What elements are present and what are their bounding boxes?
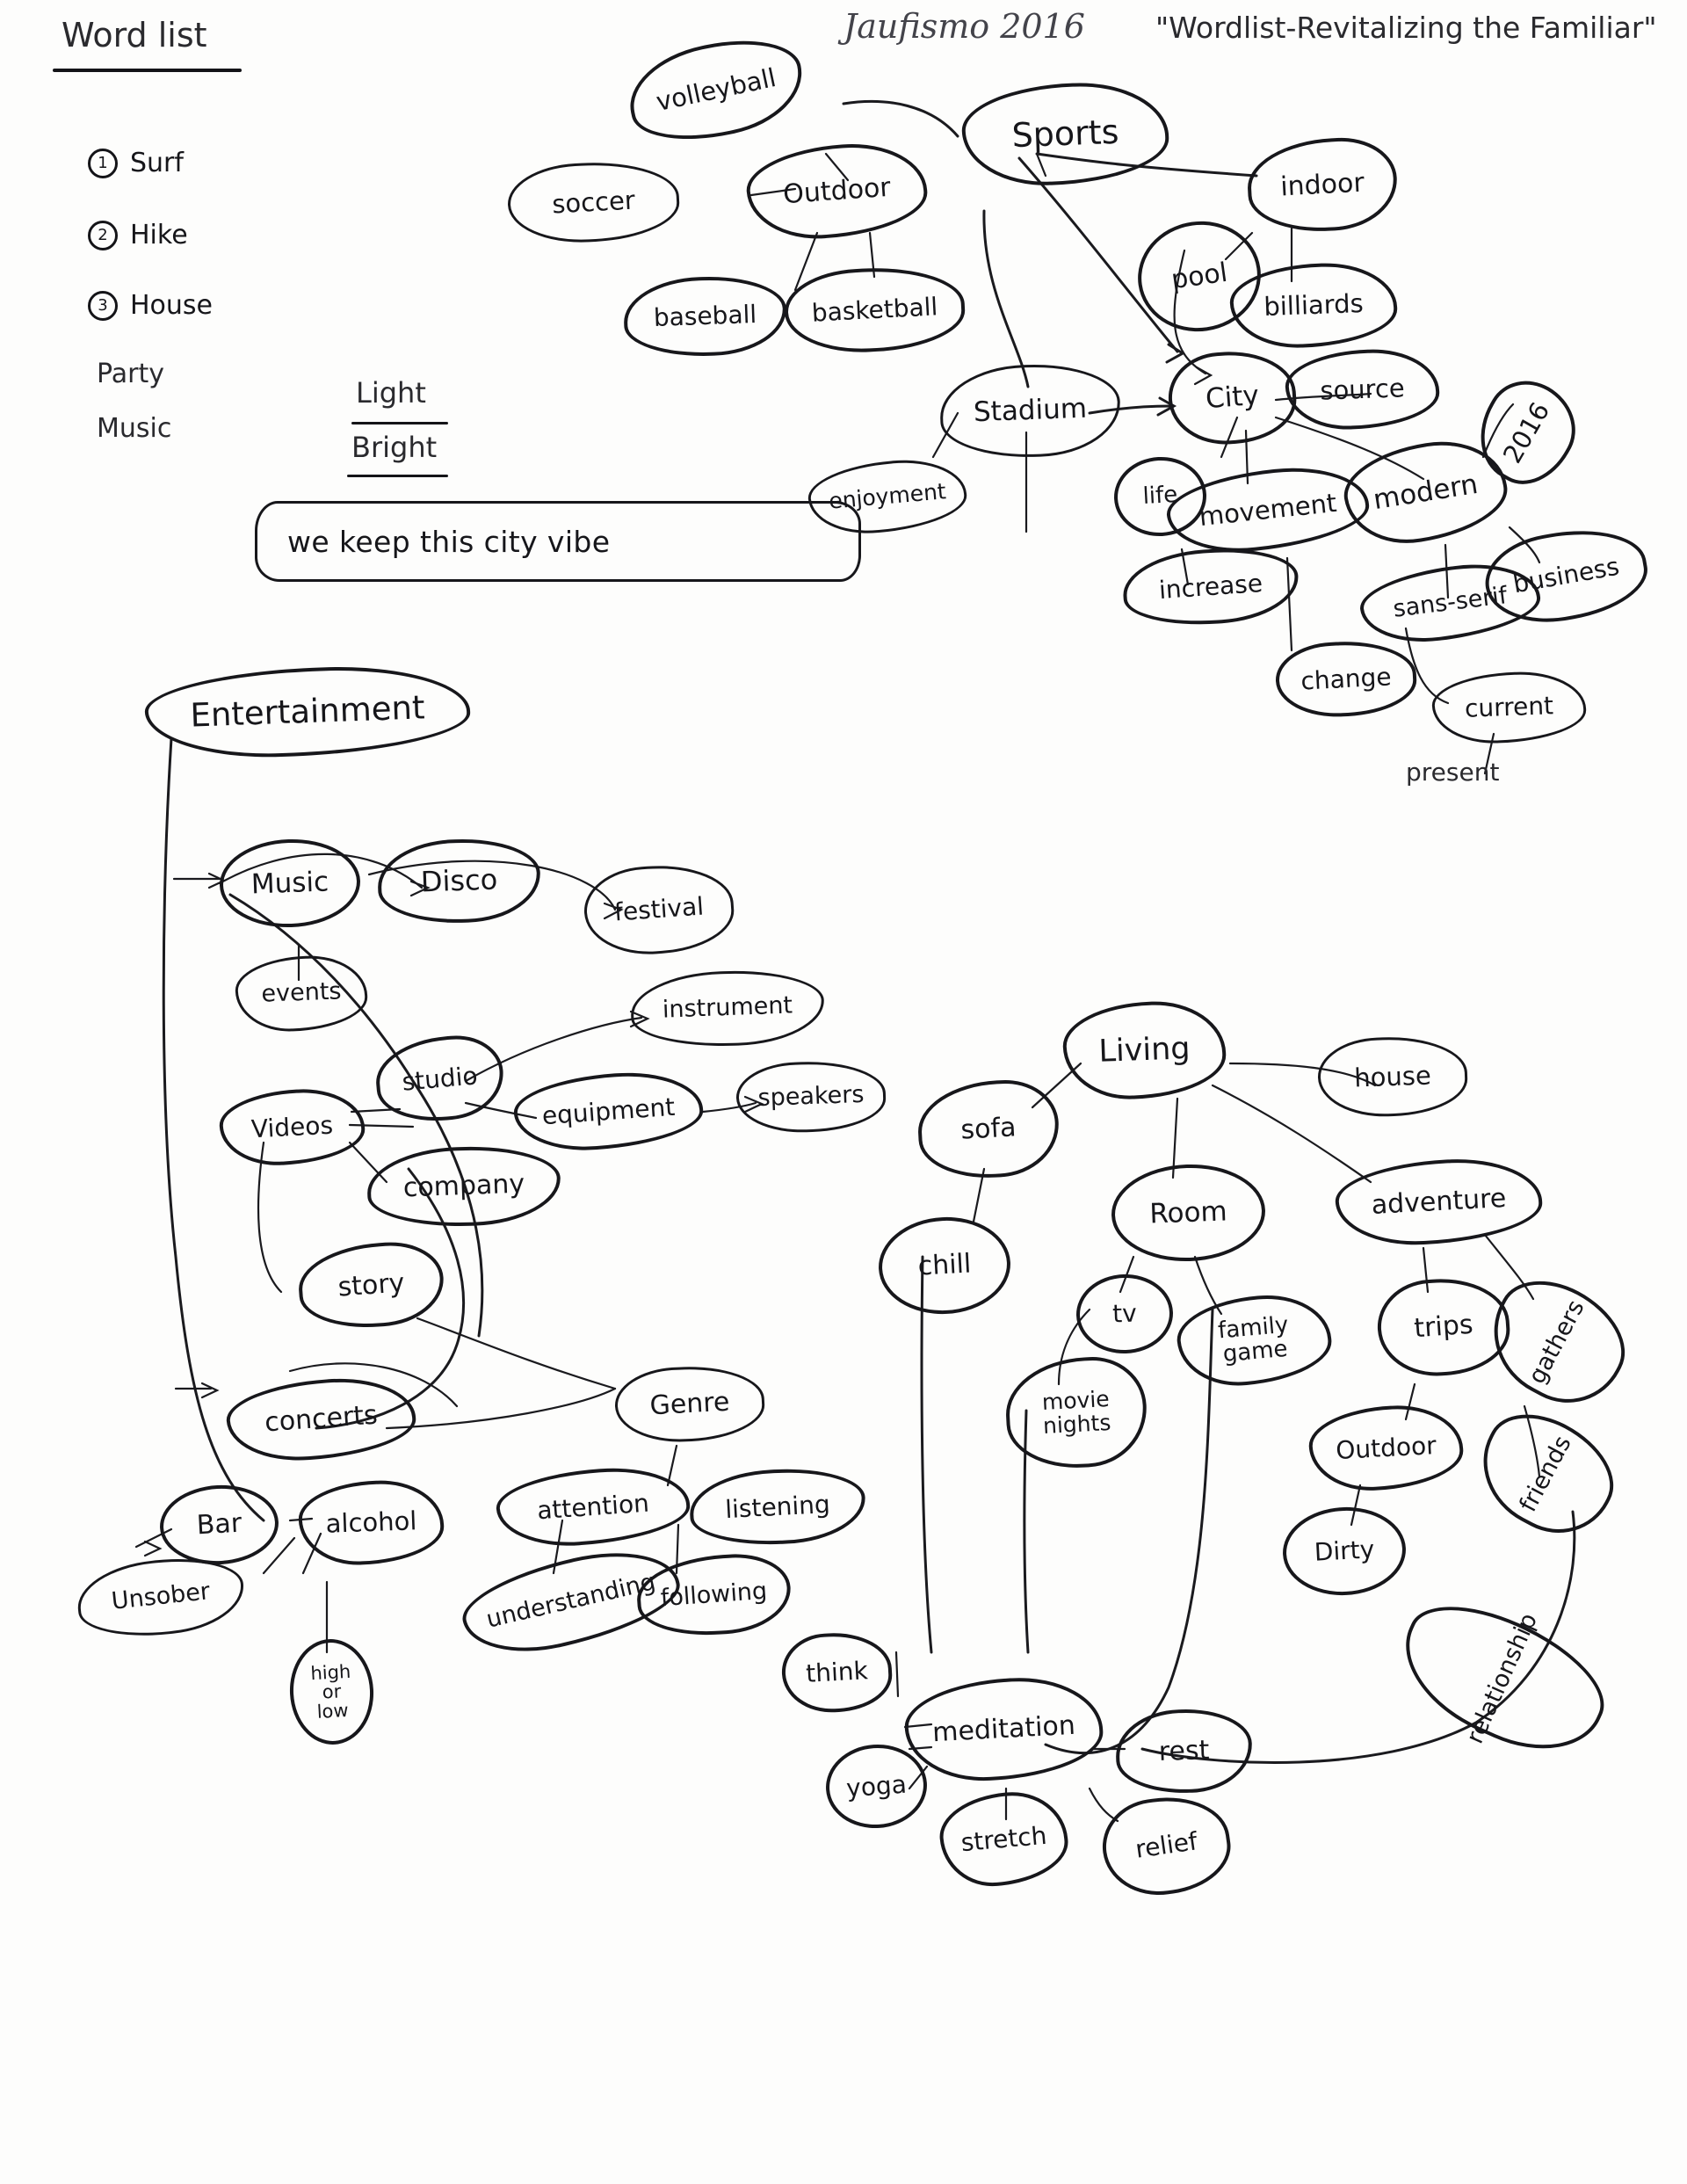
node-baseball[interactable]: baseball	[622, 273, 788, 359]
word-list-extra-music: Music	[97, 413, 172, 444]
list-number-2: 2	[88, 220, 118, 250]
node-soccer[interactable]: soccer	[505, 157, 682, 247]
node-sofa[interactable]: sofa	[916, 1077, 1061, 1182]
node-genre[interactable]: Genre	[612, 1362, 767, 1446]
node-present: present	[1406, 758, 1500, 787]
node-outdoor-living[interactable]: Outdoor	[1307, 1402, 1466, 1494]
word-list-item-1: 1 Surf	[88, 148, 184, 178]
tagline-text: we keep this city vibe	[287, 524, 611, 559]
word-list-heading: Word list	[62, 16, 207, 54]
node-room[interactable]: Room	[1110, 1161, 1267, 1265]
node-sports[interactable]: Sports	[960, 79, 1170, 189]
node-events[interactable]: events	[234, 954, 369, 1034]
node-concerts[interactable]: concerts	[224, 1373, 418, 1466]
word-list-label-1: Surf	[130, 148, 184, 178]
node-current[interactable]: current	[1430, 669, 1588, 746]
node-family-game[interactable]: family game	[1173, 1289, 1336, 1391]
node-yoga[interactable]: yoga	[822, 1741, 930, 1832]
node-relief[interactable]: relief	[1097, 1789, 1236, 1903]
list-number-1: 1	[88, 148, 118, 178]
family-game-label: family game	[1216, 1311, 1290, 1368]
node-speakers[interactable]: speakers	[735, 1059, 887, 1135]
node-disco[interactable]: Disco	[376, 836, 542, 926]
author-note: Jaufismo 2016	[844, 7, 1085, 46]
node-adventure[interactable]: adventure	[1333, 1154, 1545, 1250]
light-note-line1: Light	[356, 376, 426, 410]
node-source[interactable]: source	[1284, 346, 1441, 432]
tagline-box: we keep this city vibe	[255, 501, 861, 582]
node-story[interactable]: story	[295, 1238, 447, 1332]
node-listening[interactable]: listening	[687, 1464, 868, 1549]
node-movie-nights[interactable]: movie nights	[1003, 1353, 1150, 1472]
node-trips[interactable]: trips	[1374, 1273, 1513, 1381]
node-living[interactable]: Living	[1061, 998, 1227, 1102]
node-house[interactable]: house	[1316, 1034, 1469, 1119]
node-festival[interactable]: festival	[581, 860, 737, 959]
node-rest[interactable]: rest	[1114, 1707, 1254, 1796]
node-music[interactable]: Music	[218, 837, 362, 930]
node-change[interactable]: change	[1273, 637, 1419, 721]
node-videos[interactable]: Videos	[217, 1085, 367, 1169]
node-company[interactable]: company	[366, 1143, 562, 1230]
node-high-or-low[interactable]: high or low	[286, 1636, 377, 1747]
node-alcohol[interactable]: alcohol	[297, 1478, 445, 1567]
node-think[interactable]: think	[779, 1629, 894, 1716]
high-or-low-label: high or low	[309, 1660, 351, 1723]
word-list-label-2: Hike	[130, 220, 188, 250]
page-title: "Wordlist-Revitalizing the Familiar"	[1155, 11, 1657, 45]
node-equipment[interactable]: equipment	[511, 1067, 706, 1156]
node-friends[interactable]: friends	[1461, 1396, 1632, 1553]
node-bar[interactable]: Bar	[157, 1482, 281, 1568]
node-unsober[interactable]: Unsober	[74, 1551, 248, 1643]
word-list-extra-party: Party	[97, 359, 164, 389]
movie-nights-label: movie nights	[1041, 1386, 1112, 1439]
word-list-label-3: House	[130, 290, 214, 321]
word-list-underline	[53, 69, 242, 72]
node-entertainment[interactable]: Entertainment	[143, 662, 472, 762]
node-stretch[interactable]: stretch	[936, 1787, 1072, 1891]
light-note-underline-2	[347, 475, 448, 477]
node-stadium[interactable]: Stadium	[938, 361, 1122, 461]
node-attention[interactable]: attention	[494, 1462, 692, 1551]
node-understanding[interactable]: understanding	[454, 1536, 688, 1667]
node-tv[interactable]: tv	[1075, 1273, 1175, 1355]
node-dirty[interactable]: Dirty	[1280, 1504, 1408, 1599]
node-city[interactable]: City	[1165, 347, 1300, 448]
word-list-item-3: 3 House	[88, 290, 213, 321]
light-note-underline-1	[351, 422, 448, 424]
node-gathers[interactable]: gathers	[1471, 1261, 1644, 1424]
node-relationship[interactable]: relationship	[1382, 1583, 1623, 1774]
node-studio[interactable]: studio	[373, 1031, 507, 1127]
word-list-item-2: 2 Hike	[88, 220, 188, 250]
node-volleyball[interactable]: volleyball	[620, 26, 812, 154]
node-chill[interactable]: chill	[876, 1214, 1013, 1317]
node-meditation[interactable]: meditation	[902, 1673, 1105, 1785]
light-note-line2: Bright	[351, 431, 438, 464]
node-instrument[interactable]: instrument	[629, 968, 826, 1049]
node-increase[interactable]: increase	[1120, 543, 1301, 630]
list-number-3: 3	[88, 290, 118, 321]
node-indoor[interactable]: indoor	[1245, 134, 1400, 236]
node-basketball[interactable]: basketball	[782, 263, 967, 357]
node-outdoor-sport[interactable]: Outdoor	[743, 138, 930, 244]
